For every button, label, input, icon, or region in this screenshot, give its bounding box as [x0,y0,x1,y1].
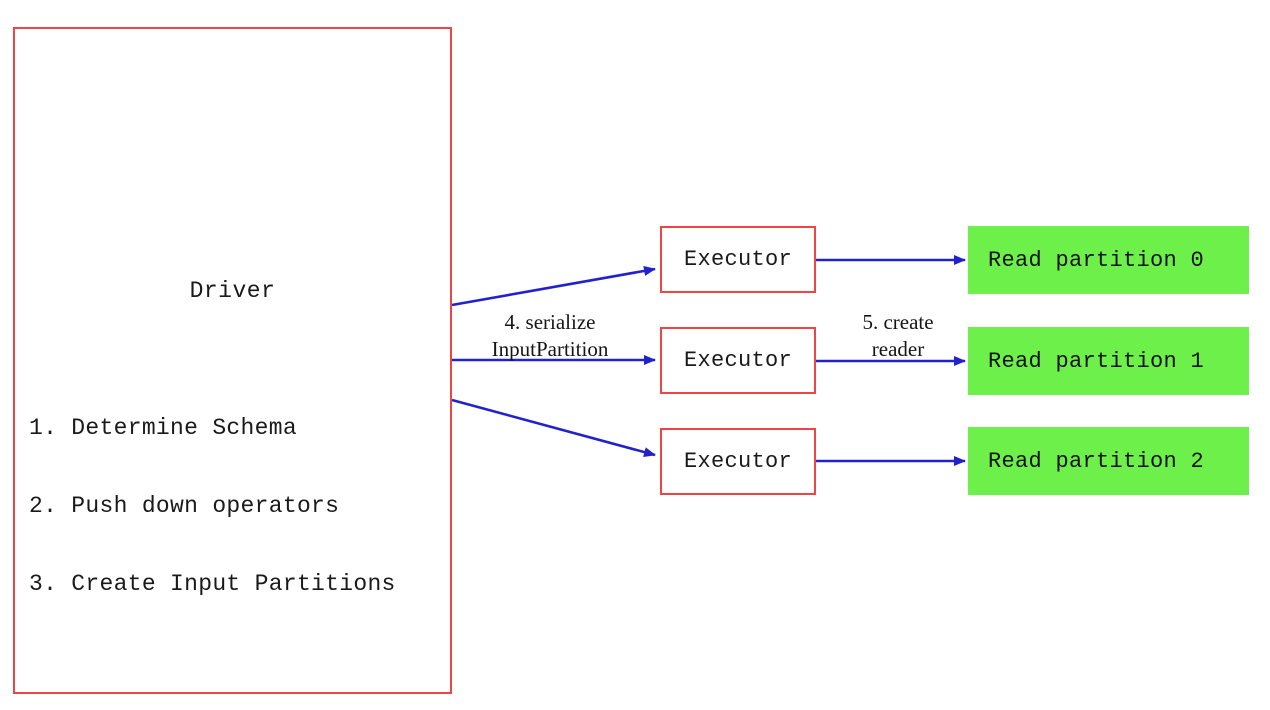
executor-label-1: Executor [683,247,793,272]
driver-steps-list: 1. Determine Schema 2. Push down operato… [29,363,396,649]
partition-label-2: Read partition 2 [988,448,1205,474]
driver-step-2: 2. Push down operators [29,493,340,519]
edge-label-create-reader-line1: 5. create [862,310,934,334]
partition-box-0: Read partition 0 [968,226,1249,294]
partition-box-2: Read partition 2 [968,427,1249,495]
executor-label-2: Executor [683,348,793,373]
executor-label-3: Executor [683,449,793,474]
partition-box-1: Read partition 1 [968,327,1249,395]
edge-label-serialize-line1: 4. serialize [504,310,596,334]
arrow-driver-to-executor-3 [451,398,656,457]
edge-label-create-reader: 5. create reader [828,309,968,363]
driver-title: Driver [189,278,276,304]
edge-label-create-reader-line2: reader [871,337,925,361]
edge-label-serialize-line2: InputPartition [491,337,609,361]
driver-box [13,27,452,694]
driver-step-1: 1. Determine Schema [29,415,297,441]
executor-box-2: Executor [660,327,816,394]
edge-label-serialize-inputpartition: 4. serialize InputPartition [455,309,645,363]
partition-label-1: Read partition 1 [988,348,1205,374]
executor-box-1: Executor [660,226,816,293]
executor-box-3: Executor [660,428,816,495]
partition-label-0: Read partition 0 [988,247,1205,273]
arrow-driver-to-executor-1 [451,265,656,307]
driver-step-3: 3. Create Input Partitions [29,571,396,597]
